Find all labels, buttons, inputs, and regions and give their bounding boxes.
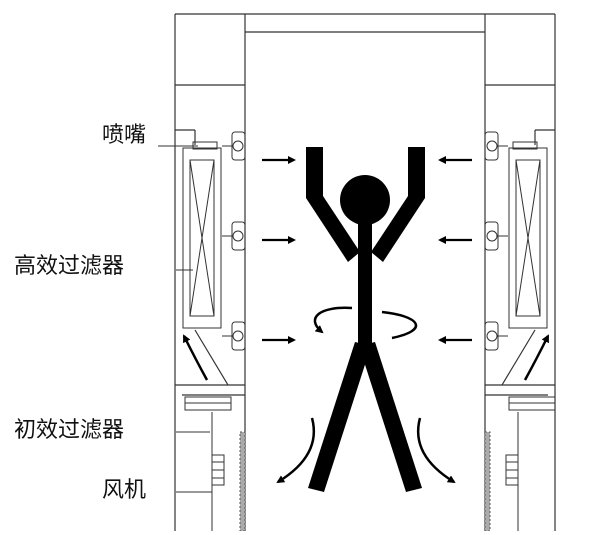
stick-figure-icon xyxy=(306,147,425,492)
nozzle-icon xyxy=(484,131,508,161)
air-arrow-icon xyxy=(416,417,456,484)
primary-filter-right xyxy=(508,396,556,411)
nozzle-icon xyxy=(222,221,246,251)
hepa-filter-label: 高效过滤器 xyxy=(14,254,125,279)
leader-lines xyxy=(158,145,212,493)
primary-filter-left xyxy=(184,396,232,411)
nozzles-right xyxy=(484,131,508,351)
primary-filter-label: 初效过滤器 xyxy=(14,418,125,443)
air-arrow-icon xyxy=(523,334,550,381)
hepa-filter-left xyxy=(182,141,222,329)
rotation-arrow-icon xyxy=(313,306,418,340)
nozzle-label: 喷嘴 xyxy=(102,123,147,148)
exhaust-arrows xyxy=(276,417,456,484)
air-arrow-icon xyxy=(182,334,209,381)
air-arrow-icon xyxy=(276,417,316,484)
nozzles-left xyxy=(222,131,246,351)
fan-label: 风机 xyxy=(102,478,147,503)
nozzle-icon xyxy=(484,221,508,251)
hepa-filter-right xyxy=(508,141,548,329)
air-arrows-right xyxy=(438,156,472,344)
air-arrows-left xyxy=(262,156,296,344)
nozzle-icon xyxy=(222,131,246,161)
fan-right xyxy=(484,412,519,532)
side-airflow-arrows xyxy=(182,334,550,381)
nozzle-icon xyxy=(484,321,508,351)
fan-left xyxy=(211,412,246,532)
nozzle-icon xyxy=(222,321,246,351)
